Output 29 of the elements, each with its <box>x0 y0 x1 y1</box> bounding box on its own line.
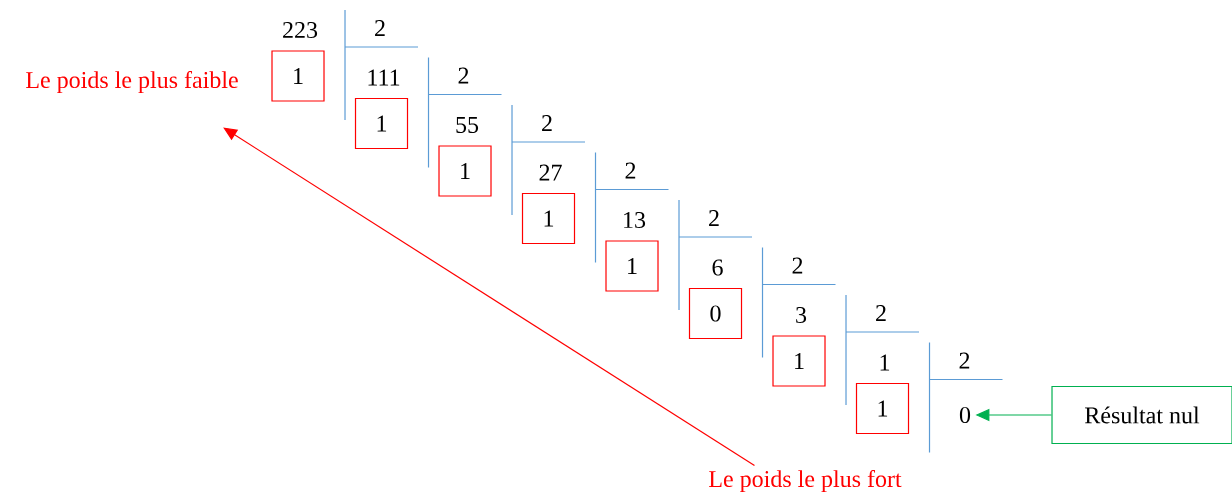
dividend-number: 1 <box>880 354 890 371</box>
divisor-number: 2 <box>709 210 719 226</box>
dividend-number: 13 <box>624 211 646 229</box>
remainder-box: 1 <box>271 50 325 102</box>
quotient-number: 0 <box>959 406 971 424</box>
remainder-box: 1 <box>438 145 492 197</box>
divisor-number: 2 <box>876 305 886 321</box>
divisor-number: 2 <box>458 67 469 84</box>
divisor-number: 2 <box>625 162 636 179</box>
dividend-number: 111 <box>368 69 400 86</box>
remainder-box: 0 <box>688 287 743 340</box>
annotation-text: Le poids le plus fort <box>709 470 902 492</box>
divisor-number: 2 <box>792 257 803 274</box>
annotation-text: Le poids le plus faible <box>26 71 238 93</box>
remainder-box: 1 <box>605 240 659 292</box>
dividend-number: 55 <box>456 117 479 133</box>
result-box: Résultat nul <box>1051 385 1232 445</box>
divisor-number: 2 <box>959 352 970 369</box>
remainder-box: 1 <box>855 382 910 435</box>
dividend-number: 6 <box>712 259 723 276</box>
divisor-number: 2 <box>542 115 552 131</box>
remainder-box: 1 <box>772 335 826 387</box>
remainder-box: 1 <box>521 192 576 245</box>
arrow <box>223 127 756 467</box>
dividend-number: 27 <box>539 164 562 181</box>
divisor-number: 2 <box>375 20 385 36</box>
remainder-box: 1 <box>354 97 409 150</box>
dividend-number: 223 <box>283 21 318 39</box>
dividend-number: 3 <box>796 306 807 324</box>
